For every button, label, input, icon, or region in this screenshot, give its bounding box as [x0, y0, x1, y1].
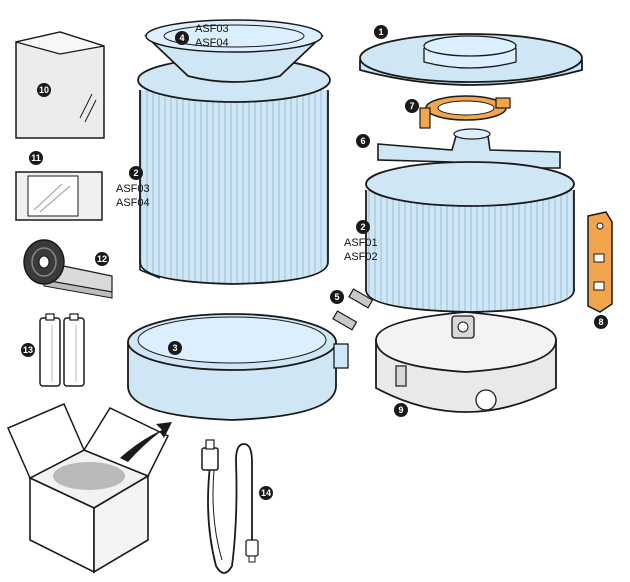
callout-1: 1 [374, 25, 388, 39]
callout-7: 7 [405, 99, 419, 113]
callout-3: 3 [168, 341, 182, 355]
lid [359, 33, 583, 86]
callout-13: 13 [21, 343, 35, 357]
filter-left-code-2: ASF04 [116, 197, 150, 209]
callout-11: 11 [29, 151, 43, 165]
filter-cylinder-right [365, 161, 575, 313]
callout-5: 5 [330, 290, 344, 304]
callout-9: 9 [394, 403, 408, 417]
orange-side-bracket [587, 211, 613, 313]
velcro-tape-roll [23, 239, 113, 299]
callout-10: 10 [37, 83, 51, 97]
callout-12: 12 [95, 252, 109, 266]
unpack-arrow [120, 422, 172, 462]
bowl-code-1: ASF03 [195, 23, 229, 35]
orange-clip-ring [419, 95, 511, 129]
callout-8: 8 [594, 315, 608, 329]
aa-batteries [39, 313, 85, 387]
usb-cable [201, 439, 259, 574]
callout-2-left: 2 [129, 166, 143, 180]
bowl-code-2: ASF04 [195, 37, 229, 49]
shipping-box [7, 403, 170, 574]
feeding-bowl [144, 19, 324, 83]
small-fasteners [332, 288, 374, 331]
filter-left-code-1: ASF03 [116, 183, 150, 195]
callout-4: 4 [175, 31, 189, 45]
filter-right-code-1: ASF01 [344, 237, 378, 249]
callout-2-right: 2 [356, 220, 370, 234]
filter-right-code-2: ASF02 [344, 251, 378, 263]
base-tray [127, 313, 349, 421]
cleaning-wipe-pouch [15, 171, 103, 221]
filter-cylinder-left [137, 57, 331, 285]
callout-14: 14 [259, 486, 273, 500]
motor-base-unit [375, 311, 557, 413]
manual-booklet [15, 31, 105, 139]
callout-6: 6 [356, 134, 370, 148]
